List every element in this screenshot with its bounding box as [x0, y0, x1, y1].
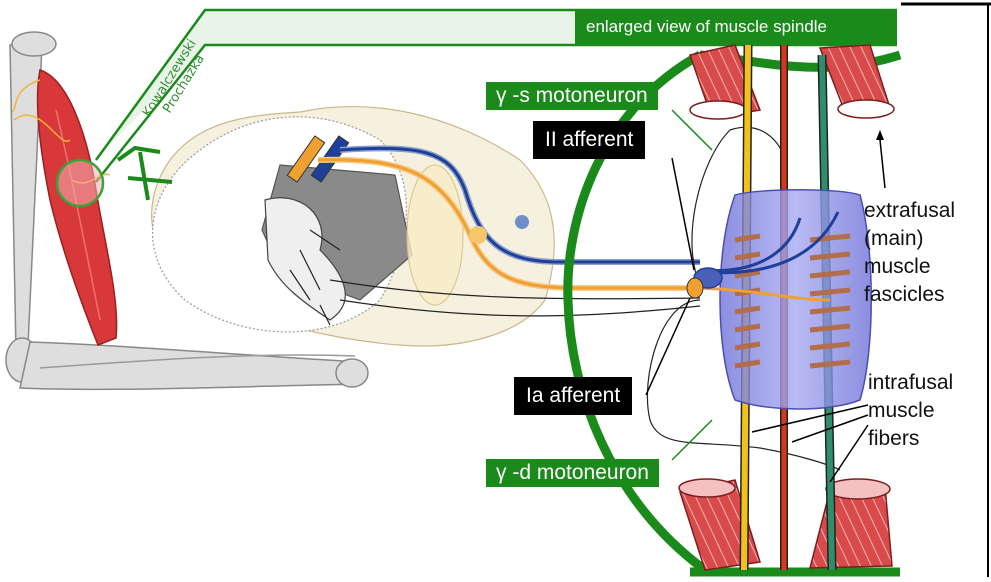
- gamma-s-motoneuron-label: γ -s motoneuron: [486, 82, 658, 110]
- extrafusal-label: extrafusal (main) muscle fascicles: [864, 197, 955, 309]
- extrafusal-line-1: extrafusal: [864, 199, 956, 222]
- extrafusal-line-3: muscle: [864, 255, 931, 278]
- group-ii-afferent-label: II afferent: [533, 121, 646, 159]
- gamma-d-motoneuron-label: γ -d motoneuron: [486, 459, 659, 487]
- spindle-location-circle: [55, 158, 105, 208]
- frame: [901, 2, 991, 577]
- spindle-capsule: [686, 189, 872, 410]
- dorsal-root-ganglion-ii: [515, 215, 529, 229]
- spinal-cord: [151, 106, 555, 347]
- extrafusal-line-4: fascicles: [864, 283, 945, 306]
- nerve-fibres: [286, 126, 841, 471]
- biceps-muscle: [11, 69, 118, 346]
- credit-logo: [116, 145, 173, 201]
- banner-title: enlarged view of muscle spindle: [586, 17, 827, 36]
- annotation-lines: [645, 109, 886, 483]
- intrafusal-line-3: fibers: [868, 427, 920, 450]
- dorsal-root-ganglion-ia: [469, 226, 487, 244]
- intrafusal-label: intrafusal muscle fibers: [868, 369, 953, 453]
- banner-box: [575, 10, 897, 44]
- group-ia-afferent-label: Ia afferent: [514, 377, 633, 415]
- zoom-callout: [94, 8, 897, 183]
- intrafusal-line-1: intrafusal: [868, 371, 954, 394]
- intrafusal-line-2: muscle: [868, 399, 935, 422]
- extrafusal-line-2: (main): [864, 227, 924, 250]
